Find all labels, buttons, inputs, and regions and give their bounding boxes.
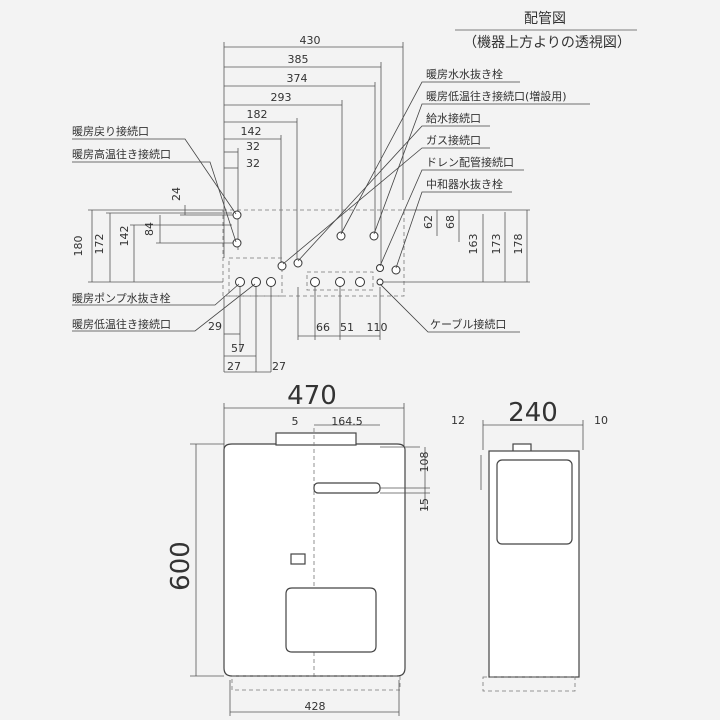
dim-374: 374 [287, 72, 308, 85]
leader-drain-pipe [379, 169, 524, 267]
label-cable: ケーブル接続口 [430, 317, 506, 331]
port-high-supply [232, 238, 242, 248]
label-water-drain: 暖房水水抜き栓 [426, 67, 503, 81]
port-a [277, 261, 287, 271]
label-gas: ガス接続口 [426, 133, 481, 147]
side-bottom-fittings [482, 676, 576, 692]
dim-66: 66 [316, 321, 330, 334]
dim-27b: 27 [272, 360, 286, 373]
dim-12: 12 [451, 414, 465, 427]
port-return [232, 210, 242, 220]
port-neutralizer [391, 265, 401, 275]
dim-240: 240 [508, 398, 558, 428]
dim-142-left: 142 [118, 226, 131, 247]
port-drain [376, 264, 384, 272]
leader-neutralizer-drain [395, 191, 512, 269]
front-bottom-fittings [231, 675, 401, 691]
port-water-drain [336, 231, 346, 241]
leader-cable [379, 283, 520, 333]
left-dimensions: 180 172 142 84 24 [72, 187, 236, 283]
dim-15: 15 [418, 498, 431, 512]
dim-10: 10 [594, 414, 608, 427]
dim-172: 172 [93, 234, 106, 255]
port-water-supply [310, 277, 320, 287]
side-panel [496, 459, 573, 545]
dim-180: 180 [72, 236, 85, 257]
dim-428: 428 [305, 700, 326, 713]
leader-pump-drain [72, 283, 240, 306]
side-view: 240 12 10 [451, 398, 608, 692]
port-extra [355, 277, 365, 287]
label-return: 暖房戻り接続口 [72, 124, 149, 138]
dim-27a: 27 [227, 360, 241, 373]
label-drain-pipe: ドレン配管接続口 [426, 155, 514, 169]
left-port-box [228, 257, 283, 297]
label-low-supply: 暖房低温往き接続口 [72, 317, 171, 331]
dim-163: 163 [467, 234, 480, 255]
dim-108: 108 [418, 452, 431, 473]
dim-430: 430 [300, 34, 321, 47]
port-low-supply-2 [266, 277, 276, 287]
port-low-supply-ext [369, 231, 379, 241]
title-sub: （機器上方よりの透視図） [463, 35, 631, 51]
front-handle [313, 482, 381, 494]
leader-low-supply [72, 283, 256, 332]
leader-low-supply-ext [373, 103, 590, 235]
dim-84: 84 [143, 222, 156, 236]
dim-5: 5 [292, 415, 299, 428]
dim-182: 182 [247, 108, 268, 121]
dim-51: 51 [340, 321, 354, 334]
leader-water-drain [340, 81, 520, 235]
dim-600: 600 [166, 541, 196, 591]
port-pump-drain [235, 277, 245, 287]
dim-24: 24 [170, 187, 183, 201]
dim-32b: 32 [246, 157, 260, 170]
title-main: 配管図 [524, 11, 566, 27]
dim-110: 110 [367, 321, 388, 334]
label-low-supply-ext: 暖房低温往き接続口(増設用) [426, 89, 567, 103]
dim-142: 142 [241, 125, 262, 138]
leader-water-supply [297, 125, 490, 262]
top-dimensions: 430 385 374 293 182 142 32 32 [223, 34, 404, 270]
port-cable [376, 278, 384, 286]
dim-293: 293 [271, 91, 292, 104]
ports [232, 210, 401, 287]
dim-32a: 32 [246, 140, 260, 153]
port-b [293, 258, 303, 268]
dim-68: 68 [444, 215, 457, 229]
dim-29: 29 [208, 320, 222, 333]
dim-470: 470 [287, 381, 337, 411]
dim-164-5: 164.5 [331, 415, 363, 428]
dim-385: 385 [288, 53, 309, 66]
port-gas [335, 277, 345, 287]
label-neutralizer-drain: 中和器水抜き栓 [426, 177, 503, 191]
plan-outline [222, 209, 405, 297]
front-inspection-window [285, 587, 377, 653]
label-water-supply: 給水接続口 [426, 111, 481, 125]
front-indicator [290, 553, 306, 565]
leader-gas [282, 147, 490, 265]
dim-178: 178 [512, 234, 525, 255]
port-low-supply [251, 277, 261, 287]
dim-57: 57 [231, 342, 245, 355]
bottom-dimensions: 29 57 27 27 66 51 110 [208, 287, 388, 373]
label-pump-drain: 暖房ポンプ水抜き栓 [72, 291, 171, 305]
label-high-supply: 暖房高温往き接続口 [72, 147, 171, 161]
front-view: 470 5 164.5 108 15 600 428 [166, 381, 431, 716]
dim-62: 62 [422, 215, 435, 229]
leader-high-supply [72, 161, 237, 243]
front-top-bracket [275, 432, 357, 446]
right-dimensions: 62 68 163 173 178 [380, 209, 530, 283]
dim-173: 173 [490, 234, 503, 255]
